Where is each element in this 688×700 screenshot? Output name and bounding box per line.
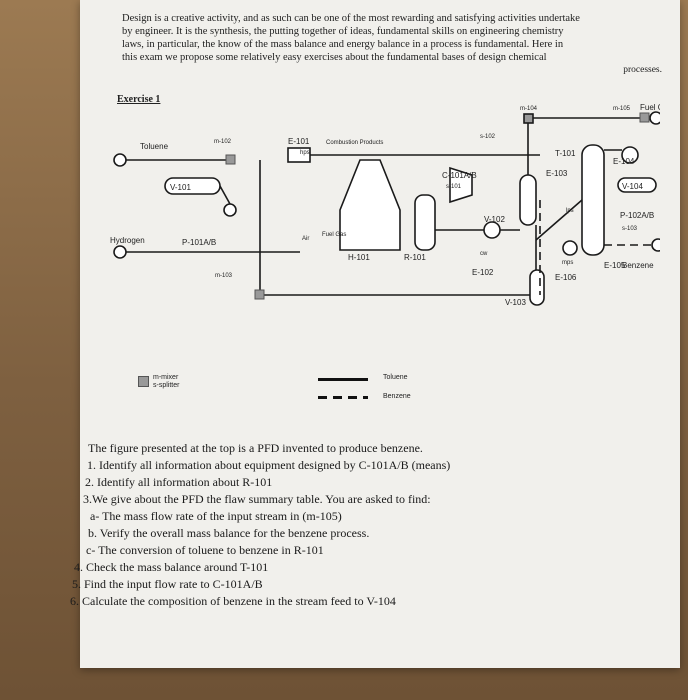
s101-label: s-101 — [446, 184, 462, 190]
intro-line: by engineer. It is the synthesis, the pu… — [122, 26, 564, 37]
h101-heater — [339, 159, 401, 251]
question-item: 3.We give about the PFD the flaw summary… — [83, 492, 431, 506]
p101-pump — [223, 203, 237, 217]
question-item: 2. Identify all information about R-101 — [85, 475, 273, 489]
c101-compressor — [449, 166, 473, 204]
s102-label: s-102 — [480, 134, 496, 140]
legend-mixer-label: m-mixer — [153, 374, 179, 381]
lps-label: lps — [566, 208, 574, 214]
m103-mixer — [254, 289, 265, 300]
pfd-legend: m-mixer s-splitter Toluene Benzene — [138, 374, 498, 414]
intro-line: Design is a creative activity, and as su… — [122, 13, 580, 24]
v103-vessel — [529, 269, 545, 306]
m102-mixer — [225, 154, 236, 165]
p101-label: P-101A/B — [182, 238, 216, 247]
v104-drum — [617, 177, 657, 193]
exam-paper: Design is a creative activity, and as su… — [70, 0, 680, 668]
question-item: 1. Identify all information about equipm… — [87, 458, 451, 472]
e105-label: E-105 — [604, 261, 626, 270]
hydrogen-feed-node — [113, 245, 127, 259]
r101-label: R-101 — [404, 253, 426, 262]
e102-cooler — [483, 221, 501, 239]
stream-label-toluene: Toluene — [140, 142, 169, 151]
v102-label: V-102 — [484, 215, 505, 224]
question-item: 5. Find the input flow rate to C-101A/B — [72, 577, 263, 591]
legend-splitter-label: s-splitter — [153, 382, 180, 389]
question-item: 6. Calculate the composition of benzene … — [70, 594, 396, 608]
intro-line: laws, in particular, the know of the mas… — [122, 39, 564, 50]
r101-reactor — [414, 194, 436, 251]
fuel-gas-node — [649, 111, 660, 125]
question-subitem: c- The conversion of toluene to benzene … — [86, 543, 324, 557]
question-subitem: b. Verify the overall mass balance for t… — [88, 526, 370, 540]
h101-label: H-101 — [348, 253, 370, 262]
question-intro: The figure presented at the top is a PFD… — [88, 441, 423, 455]
intro-paragraph: Design is a creative activity, and as su… — [122, 12, 662, 77]
m102-label: m-102 — [214, 139, 232, 145]
v103-label: V-103 — [505, 298, 526, 307]
question-item: 4. Check the mass balance around T-101 — [74, 560, 269, 574]
fuel-gas-h-label: Fuel Gas — [322, 232, 346, 238]
m105-mixer — [639, 112, 650, 123]
stream-label-benzene: Benzene — [622, 261, 654, 270]
t101-label: T-101 — [555, 149, 576, 158]
cw-label: cw — [480, 251, 488, 257]
combustion-label: Combustion Products — [326, 140, 383, 146]
e101-label: E-101 — [288, 137, 310, 146]
hps-label: hps — [300, 150, 310, 156]
e104-label: E-104 — [613, 157, 635, 166]
v104-label: V-104 — [622, 182, 643, 191]
exercise-title: Exercise 1 — [117, 94, 161, 105]
p102-label: P-102A/B — [620, 211, 654, 220]
legend-toluene-label: Toluene — [383, 374, 408, 381]
t101-column — [581, 144, 605, 256]
pfd-diagram: Toluene Hydrogen V-101 P-101A/B E-101 hp… — [110, 103, 660, 307]
stream-label-hydrogen: Hydrogen — [110, 236, 145, 245]
fuel-gas-label: Fuel Gas — [640, 103, 660, 112]
question-list: The figure presented at the top is a PFD… — [70, 440, 640, 610]
legend-mixer-text: m-mixer s-splitter — [153, 374, 179, 390]
s103-label: s-103 — [622, 226, 638, 232]
legend-solid-line — [318, 378, 368, 381]
mps-label: mps — [562, 260, 573, 266]
intro-line: this exam we propose some relatively eas… — [122, 52, 547, 63]
legend-benzene-label: Benzene — [383, 393, 411, 400]
air-label: Air — [302, 236, 309, 242]
legend-dashed-line — [318, 396, 368, 399]
question-subitem: a- The mass flow rate of the input strea… — [90, 509, 342, 523]
v102-separator — [519, 174, 537, 226]
e106-label: E-106 — [555, 273, 577, 282]
e103-label: E-103 — [546, 169, 568, 178]
toluene-feed-node — [113, 153, 127, 167]
m104-label: m-104 — [520, 106, 538, 112]
m103-label: m-103 — [215, 273, 233, 279]
e102-label: E-102 — [472, 268, 494, 277]
e104-condenser — [621, 146, 639, 164]
legend-mixer-swatch — [138, 376, 149, 387]
c101-label: C-101A/B — [442, 171, 477, 180]
benzene-product-node — [651, 238, 660, 252]
intro-last-word: processes. — [623, 65, 662, 75]
v101-label: V-101 — [170, 183, 191, 192]
m105-label: m-105 — [613, 106, 631, 112]
e106-reboiler — [562, 240, 578, 256]
m104-mixer — [523, 113, 534, 124]
